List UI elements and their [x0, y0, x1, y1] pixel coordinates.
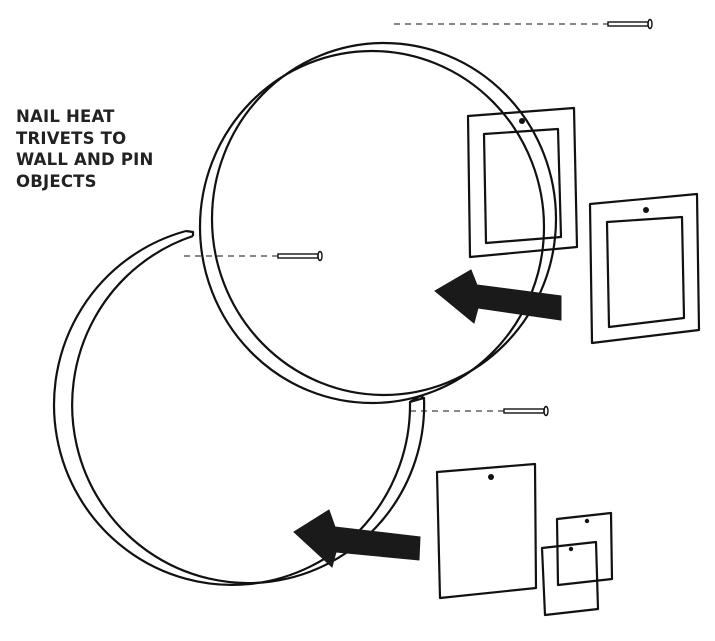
- lower-trivet-back-edge: [52, 229, 421, 586]
- card-icon: [540, 540, 600, 617]
- nail-icon: [277, 250, 323, 262]
- upper-trivet-face: [210, 41, 558, 397]
- lower-trivet-cut-edge-right: [419, 395, 425, 399]
- instruction-line: NAIL HEAT: [16, 107, 115, 126]
- nail-bottom: [410, 405, 549, 417]
- nail-top: [394, 18, 653, 30]
- lower-trivet-face: [71, 234, 426, 585]
- nail-middle: [184, 250, 323, 262]
- card-icon: [555, 511, 614, 587]
- lower-trivet-cut-edge: [185, 229, 195, 236]
- frame-icon: [466, 106, 579, 259]
- frame-icon: [588, 192, 701, 345]
- arrow-icon: [293, 509, 421, 568]
- nail-icon: [503, 405, 549, 417]
- card-icon: [435, 462, 538, 600]
- instruction-line: TRIVETS TO: [16, 128, 127, 148]
- upper-trivet-back-edge: [198, 49, 546, 405]
- instruction-text: NAIL HEAT TRIVETS TO WALL AND PIN OBJECT…: [16, 106, 216, 192]
- instruction-line: OBJECTS: [16, 171, 97, 191]
- instruction-line: WALL AND PIN: [16, 150, 154, 169]
- nail-icon: [607, 18, 653, 30]
- lower-trivet: [52, 229, 426, 586]
- arrow-icon: [434, 269, 562, 324]
- upper-trivet: [198, 41, 558, 405]
